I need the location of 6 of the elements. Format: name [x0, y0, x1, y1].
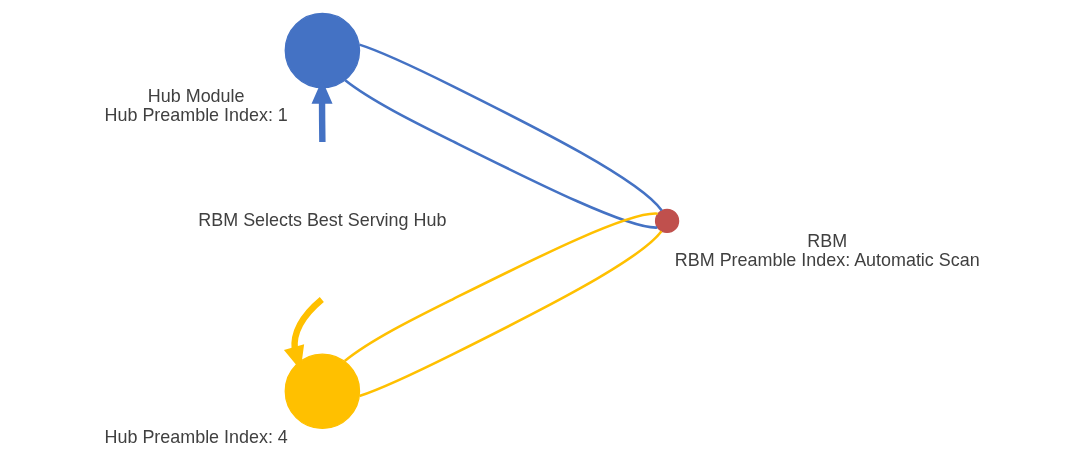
node-label: Hub Preamble Index: 4 — [104, 426, 288, 447]
node-label: Hub Module — [147, 85, 245, 106]
node-label: RBM Preamble Index: Automatic Scan — [674, 249, 980, 270]
label: RBM Selects Best Serving Hub — [198, 209, 447, 230]
node-label: Hub Preamble Index: 1 — [104, 105, 288, 126]
node-label: RBM — [807, 230, 848, 251]
